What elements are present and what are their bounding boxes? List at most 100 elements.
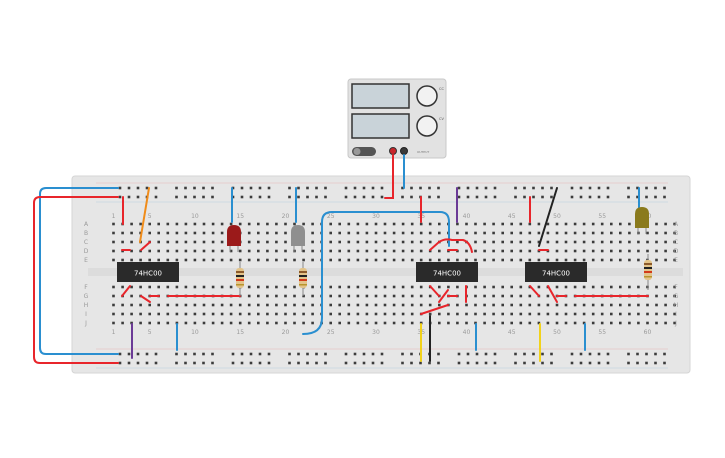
psu-output-label: OUTPUT bbox=[417, 150, 429, 154]
row-letter-left: H bbox=[84, 302, 89, 309]
breadboard-hole bbox=[600, 240, 604, 244]
breadboard-hole bbox=[324, 361, 327, 365]
breadboard-hole bbox=[493, 352, 497, 356]
breadboard-hole bbox=[550, 195, 553, 199]
psu-knob-bottom[interactable] bbox=[416, 115, 438, 137]
breadboard-hole bbox=[240, 352, 244, 356]
breadboard-hole bbox=[645, 195, 648, 199]
breadboard-hole bbox=[121, 312, 124, 316]
power-supply[interactable]: CC CV OUTPUT bbox=[347, 78, 447, 159]
resistor-3[interactable] bbox=[644, 254, 652, 290]
breadboard-hole bbox=[582, 240, 586, 244]
breadboard-hole bbox=[555, 231, 559, 235]
breadboard-hole bbox=[492, 285, 495, 289]
breadboard-hole bbox=[266, 312, 269, 316]
breadboard-hole bbox=[329, 231, 332, 235]
breadboard-hole bbox=[428, 258, 432, 262]
breadboard-hole bbox=[112, 312, 115, 316]
breadboard-hole bbox=[329, 321, 332, 325]
breadboard-hole bbox=[546, 312, 550, 316]
breadboard-hole bbox=[519, 231, 523, 235]
breadboard-hole bbox=[193, 303, 197, 307]
breadboard-hole bbox=[392, 321, 396, 325]
breadboard-hole bbox=[257, 240, 260, 244]
resistor-1[interactable] bbox=[236, 262, 244, 296]
breadboard-hole bbox=[365, 222, 369, 226]
breadboard-hole bbox=[306, 186, 309, 190]
breadboard-hole bbox=[438, 222, 441, 226]
breadboard-hole bbox=[619, 222, 622, 226]
breadboard-hole bbox=[356, 231, 360, 235]
wire-red-chip1-c bbox=[121, 285, 131, 297]
breadboard-hole bbox=[220, 321, 224, 325]
breadboard-hole bbox=[353, 361, 357, 365]
breadboard-hole bbox=[157, 312, 160, 316]
breadboard-hole bbox=[121, 258, 124, 262]
column-number-top: 20 bbox=[282, 213, 290, 220]
breadboard-hole bbox=[148, 231, 151, 235]
breadboard-hole bbox=[510, 312, 513, 316]
breadboard-hole bbox=[229, 321, 233, 325]
breadboard-hole bbox=[184, 249, 188, 253]
breadboard-hole bbox=[202, 222, 206, 226]
column-number-top: 30 bbox=[372, 213, 380, 220]
breadboard-hole bbox=[564, 240, 568, 244]
breadboard-hole bbox=[474, 294, 477, 298]
breadboard-hole bbox=[347, 231, 351, 235]
breadboard-hole bbox=[257, 312, 260, 316]
breadboard-hole bbox=[284, 258, 287, 262]
breadboard-hole bbox=[275, 285, 278, 289]
chip-1[interactable]: 74HC00 bbox=[117, 262, 179, 282]
breadboard-hole bbox=[419, 240, 423, 244]
breadboard-hole bbox=[392, 312, 396, 316]
breadboard-hole bbox=[570, 352, 574, 356]
breadboard-hole bbox=[419, 231, 423, 235]
row-letter-left: G bbox=[84, 293, 89, 300]
breadboard-hole bbox=[654, 195, 657, 199]
breadboard-hole bbox=[447, 285, 450, 289]
breadboard-hole bbox=[555, 240, 559, 244]
breadboard-hole bbox=[628, 258, 631, 262]
breadboard-hole bbox=[166, 303, 170, 307]
breadboard-hole bbox=[484, 195, 488, 199]
breadboard-hole bbox=[166, 240, 170, 244]
breadboard-hole bbox=[130, 222, 133, 226]
breadboard-hole bbox=[139, 303, 142, 307]
breadboard-hole bbox=[428, 303, 432, 307]
breadboard-hole bbox=[383, 303, 387, 307]
breadboard-hole bbox=[474, 258, 477, 262]
breadboard-hole bbox=[293, 285, 296, 289]
breadboard-hole bbox=[664, 258, 667, 262]
breadboard-hole bbox=[347, 249, 351, 253]
breadboard-hole bbox=[175, 249, 179, 253]
chip-2[interactable]: 74HC00 bbox=[416, 262, 478, 282]
breadboard-hole bbox=[646, 303, 649, 307]
breadboard-hole bbox=[145, 352, 149, 356]
breadboard-hole bbox=[673, 321, 676, 325]
red-led[interactable] bbox=[227, 225, 241, 252]
resistor-2[interactable] bbox=[299, 262, 307, 296]
breadboard-hole bbox=[202, 321, 206, 325]
breadboard-hole bbox=[112, 231, 115, 235]
breadboard-hole bbox=[591, 231, 595, 235]
breadboard-hole bbox=[419, 249, 423, 253]
breadboard-hole bbox=[329, 303, 332, 307]
breadboard-hole bbox=[130, 321, 133, 325]
breadboard-hole bbox=[118, 195, 122, 199]
breadboard-hole bbox=[582, 285, 586, 289]
yellow-led[interactable] bbox=[635, 207, 649, 234]
column-number-top: 50 bbox=[553, 213, 561, 220]
psu-knob-top[interactable] bbox=[416, 85, 438, 107]
breadboard-hole bbox=[154, 361, 158, 365]
psu-negative-terminal[interactable] bbox=[400, 147, 408, 155]
breadboard-hole bbox=[247, 222, 251, 226]
breadboard-hole bbox=[401, 249, 405, 253]
breadboard-hole bbox=[266, 285, 269, 289]
chip-3[interactable]: 74HC00 bbox=[525, 262, 587, 282]
psu-positive-terminal[interactable] bbox=[389, 147, 397, 155]
row-letter-left: I bbox=[85, 311, 87, 318]
gray-led[interactable] bbox=[291, 225, 305, 252]
breadboard-hole bbox=[249, 186, 253, 190]
psu-switch-knob bbox=[353, 148, 361, 155]
